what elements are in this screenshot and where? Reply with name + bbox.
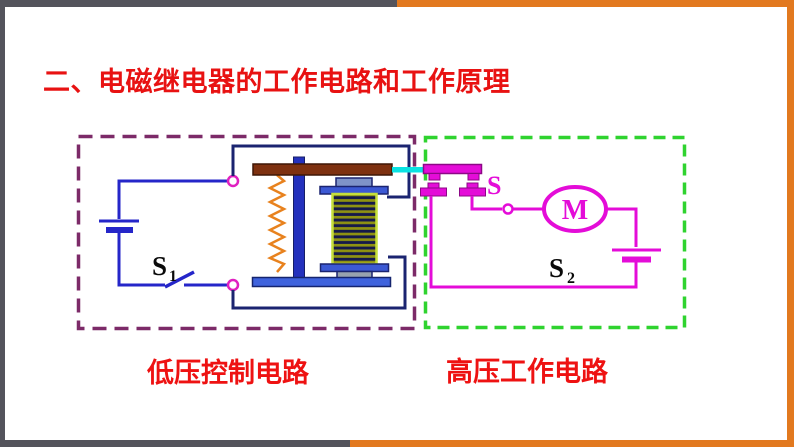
work-circuit-box	[423, 135, 687, 330]
work-circuit-label-sub: 2	[567, 270, 575, 287]
frame-top-gray-bar	[0, 0, 397, 7]
terminal-bottom-icon	[226, 278, 240, 292]
coil-top-cap	[335, 177, 373, 188]
coil-body	[331, 192, 378, 266]
moving-contact-bar	[422, 163, 483, 175]
coil-lead-top-wire	[231, 144, 411, 199]
relay-assembly	[231, 144, 425, 310]
work-wire-return	[429, 196, 638, 289]
switch-s1-label-sub: 1	[169, 268, 177, 285]
relay-contacts	[420, 163, 486, 197]
battery-icon	[99, 219, 139, 233]
motor-label: M	[562, 195, 588, 226]
moving-contact-right-stub	[467, 173, 480, 181]
control-circuit-box	[76, 134, 417, 331]
frame-top-orange-bar	[397, 0, 794, 7]
work-wire-motor-to-battery	[606, 207, 638, 247]
moving-contact-left-stub	[428, 173, 441, 181]
control-wire-top	[117, 179, 227, 219]
work-circuit: M S S 2	[420, 163, 661, 289]
armature-bar	[252, 163, 393, 176]
work-circuit-caption: 高压工作电路	[446, 357, 608, 387]
work-circuit-label: S	[549, 253, 564, 283]
fixed-contact-right-stub	[466, 182, 479, 189]
switch-s1-blade-icon	[164, 270, 195, 289]
relay-coil	[319, 177, 390, 281]
armature-link-cyan	[392, 167, 425, 173]
work-battery-icon	[612, 248, 661, 263]
frame-left-gray-strip	[0, 0, 5, 447]
work-terminal-icon	[502, 203, 514, 215]
switch-s1-label: S	[152, 251, 167, 281]
terminal-top-icon	[226, 174, 240, 188]
frame-right-orange-strip	[787, 0, 794, 447]
frame-bottom-orange-bar	[350, 440, 794, 447]
coil-lead-bottom-wire	[231, 255, 407, 310]
fixed-contact-left-base	[420, 187, 447, 197]
relay-base-plate	[251, 276, 392, 288]
frame-bottom-gray-bar	[0, 440, 350, 447]
control-wire-bottom	[117, 232, 165, 287]
control-circuit: S 1	[99, 174, 240, 292]
work-wire-contact-to-terminal	[470, 196, 502, 211]
spring-icon	[267, 174, 287, 273]
slide-title: 二、电磁继电器的工作电路和工作原理	[43, 67, 511, 97]
fixed-contact-right-base	[459, 187, 486, 197]
relay-contact-label: S	[487, 171, 501, 200]
control-circuit-caption: 低压控制电路	[147, 358, 309, 388]
fixed-contact-left-stub	[427, 182, 440, 189]
coil-bottom-flange	[319, 263, 390, 273]
